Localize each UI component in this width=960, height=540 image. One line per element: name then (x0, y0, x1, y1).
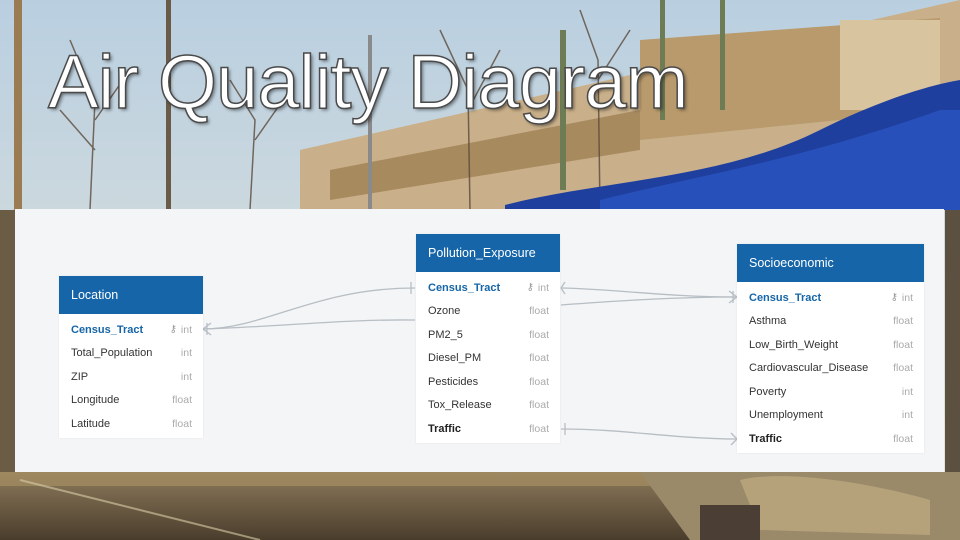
field-row[interactable]: Latitude float (59, 412, 203, 436)
field-name: Traffic (749, 432, 783, 445)
relation-line-location-pollution-ozone (202, 319, 416, 330)
key-icon: ⚷ (526, 282, 534, 294)
table-header: Location (59, 276, 203, 314)
field-type: float (172, 394, 192, 406)
field-row[interactable]: Census_Tract ⚷int (737, 286, 924, 310)
field-type: int (181, 347, 192, 359)
field-row[interactable]: Unemployment int (737, 404, 924, 428)
field-type: float (529, 399, 549, 411)
relation-line-pollution-ozone-socio (560, 296, 738, 306)
field-row[interactable]: ZIP int (59, 365, 203, 389)
field-row[interactable]: Poverty int (737, 380, 924, 404)
relationship-lines (202, 281, 738, 446)
field-type: ⚷int (891, 292, 913, 304)
field-row[interactable]: Tox_Release float (416, 394, 560, 418)
table-header: Socioeconomic (737, 244, 924, 282)
key-icon: ⚷ (890, 292, 898, 304)
key-icon: ⚷ (169, 324, 177, 336)
field-type-label: float (893, 315, 913, 328)
field-name: Diesel_PM (428, 352, 482, 365)
field-type: float (529, 423, 549, 435)
field-type-label: float (529, 399, 549, 412)
field-name: Census_Tract (71, 323, 144, 336)
field-type: int (902, 409, 913, 421)
field-type-label: float (529, 352, 549, 365)
field-type-label: int (901, 291, 913, 304)
slide-title: Air Quality Diagram (47, 39, 689, 126)
field-type-label: float (529, 422, 549, 435)
field-type: float (529, 329, 549, 341)
field-type: int (181, 371, 192, 383)
field-type-label: float (529, 328, 549, 341)
field-row[interactable]: Census_Tract ⚷int (416, 276, 560, 300)
field-type: float (893, 362, 913, 374)
field-name: Latitude (71, 417, 111, 430)
relation-line-location-pollution (202, 287, 416, 330)
field-type: float (893, 433, 913, 445)
field-row[interactable]: PM2_5 float (416, 323, 560, 347)
field-name: Census_Tract (749, 291, 822, 304)
relation-line-pollution-traffic-socio (560, 428, 738, 440)
field-name: Census_Tract (428, 281, 501, 294)
field-name: Pesticides (428, 375, 479, 388)
field-name: Cardiovascular_Disease (749, 362, 869, 375)
field-name: Total_Population (71, 347, 153, 360)
field-type-label: float (893, 432, 913, 445)
field-type-label: int (180, 323, 192, 336)
relation-line-pollution-socio (560, 287, 738, 298)
field-row[interactable]: Traffic float (737, 427, 924, 451)
field-name: ZIP (71, 370, 89, 383)
field-name: Traffic (428, 422, 462, 435)
field-row[interactable]: Ozone float (416, 300, 560, 324)
table-header: Pollution_Exposure (416, 234, 560, 272)
field-row[interactable]: Total_Population int (59, 342, 203, 366)
field-type: ⚷int (170, 324, 192, 336)
field-type-label: float (893, 362, 913, 375)
field-row[interactable]: Pesticides float (416, 370, 560, 394)
field-type-label: float (893, 338, 913, 351)
field-type-label: int (180, 347, 192, 360)
field-type-label: int (901, 409, 913, 422)
field-type-label: float (172, 394, 192, 407)
field-type-label: float (529, 305, 549, 318)
field-type: float (529, 352, 549, 364)
field-name: Ozone (428, 305, 461, 318)
field-name: Unemployment (749, 409, 823, 422)
field-row[interactable]: Low_Birth_Weight float (737, 333, 924, 357)
field-name: Low_Birth_Weight (749, 338, 839, 351)
field-row[interactable]: Longitude float (59, 389, 203, 413)
field-type-label: int (901, 385, 913, 398)
field-name: Longitude (71, 394, 120, 407)
field-type: float (529, 305, 549, 317)
field-type: ⚷int (527, 282, 549, 294)
field-row[interactable]: Census_Tract ⚷int (59, 318, 203, 342)
field-type: float (172, 418, 192, 430)
field-name: Asthma (749, 315, 787, 328)
field-type-label: int (537, 281, 549, 294)
field-name: PM2_5 (428, 328, 463, 341)
field-row[interactable]: Cardiovascular_Disease float (737, 357, 924, 381)
field-type-label: int (180, 370, 192, 383)
field-type: float (893, 339, 913, 351)
field-name: Tox_Release (428, 399, 492, 412)
field-name: Poverty (749, 385, 787, 398)
field-type: float (529, 376, 549, 388)
field-row[interactable]: Traffic float (416, 417, 560, 441)
field-type: float (893, 315, 913, 327)
field-type-label: float (529, 375, 549, 388)
field-row[interactable]: Diesel_PM float (416, 347, 560, 371)
field-type: int (902, 386, 913, 398)
field-row[interactable]: Asthma float (737, 310, 924, 334)
field-type-label: float (172, 417, 192, 430)
